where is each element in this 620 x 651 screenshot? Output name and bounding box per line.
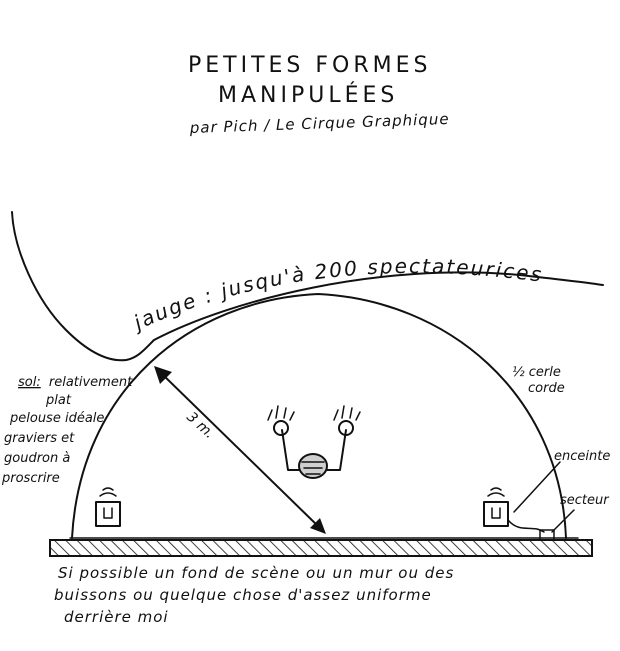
performer-head-icon <box>298 453 328 479</box>
ground-line-1: relativement <box>49 375 133 390</box>
radius-arrowhead-bottom <box>310 518 326 534</box>
power-cable <box>507 519 545 533</box>
speaker-label: enceinte <box>554 449 610 464</box>
performer-figure <box>267 405 361 479</box>
speaker-left-cone-icon <box>103 507 113 519</box>
left-hand-puppet <box>273 420 289 436</box>
audience-boundary-line <box>11 211 604 362</box>
speaker-right-cone-icon <box>491 507 501 519</box>
ground-line-2: plat <box>45 393 72 408</box>
radius-arrowhead-top <box>154 366 172 384</box>
ground-note: sol: relativement plat pelouse idéale gr… <box>1 375 133 486</box>
byline: par Pich / Le Cirque Graphique <box>189 110 450 137</box>
bottom-note-line-1: Si possible un fond de scène ou un mur o… <box>58 564 454 582</box>
ground-line-5: goudron à <box>4 451 70 466</box>
speaker-label-leader <box>513 461 561 513</box>
title-line-2: MANIPULÉES <box>218 82 398 108</box>
power-label: secteur <box>560 493 610 508</box>
right-hand-puppet <box>338 420 354 436</box>
speaker-right <box>483 487 509 527</box>
bottom-note-line-3: derrière moi <box>64 608 169 626</box>
rope-label-line-1: ½ cerle <box>512 365 561 380</box>
svg-text:sol: relativement: sol: relativement <box>18 375 133 390</box>
speaker-left-sound-icon <box>99 487 117 497</box>
left-fingers <box>267 405 295 421</box>
rope-label-line-2: corde <box>528 381 565 396</box>
bottom-note-line-2: buissons ou quelque chose d'assez unifor… <box>54 586 432 604</box>
ground-line-3: pelouse idéale <box>9 411 104 426</box>
stage-floor <box>49 539 593 557</box>
radius-arrow-line <box>159 371 321 529</box>
speaker-left-box <box>95 501 121 527</box>
speaker-right-sound-icon <box>487 487 505 497</box>
right-fingers <box>333 405 361 421</box>
performer-hair <box>301 461 325 475</box>
radius-label: 3 m. <box>183 409 217 442</box>
power-outlet-icon <box>539 529 555 541</box>
title-line-1: PETITES FORMES <box>188 53 432 78</box>
ground-line-6: proscrire <box>1 471 60 486</box>
half-circle-rope <box>71 293 567 539</box>
ground-line-4: graviers et <box>4 431 75 446</box>
ground-label: sol: <box>18 375 41 390</box>
speaker-left <box>95 487 121 527</box>
speaker-right-box <box>483 501 509 527</box>
power-label-leader <box>551 509 575 533</box>
